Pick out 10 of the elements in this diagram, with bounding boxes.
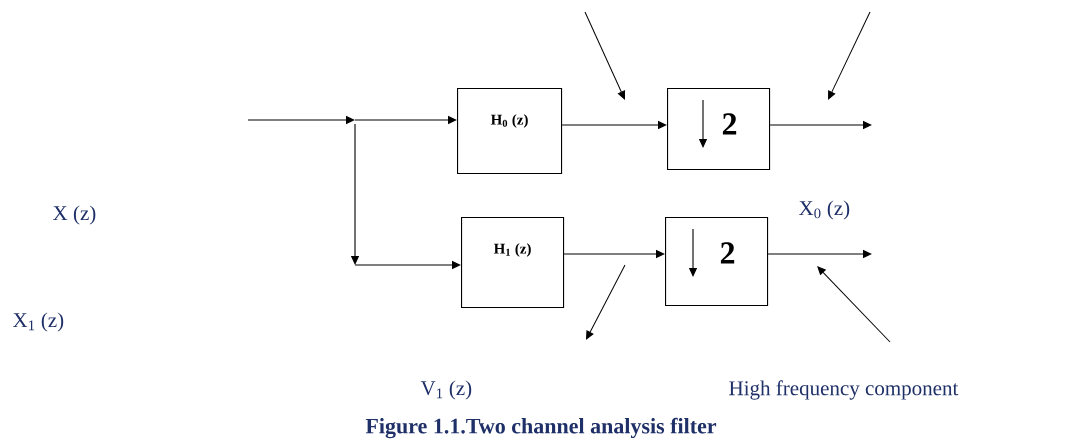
figure-caption: Figure 1.1.Two channel analysis filter — [365, 417, 717, 439]
signal-label: V$_{1}$ (z) — [420, 380, 472, 400]
signal-label: X (z) — [53, 205, 96, 225]
downsampler-box: 2 — [665, 217, 769, 307]
signal-label: High frequency component — [729, 380, 959, 400]
signal-label: X$_{0}$ (z) — [799, 200, 850, 220]
filter-box: H$_{0}$ (z) — [457, 88, 563, 175]
signal-label: X$_{1}$ (z) — [13, 312, 64, 332]
filter-box: H$_{1}$ (z) — [461, 217, 565, 309]
downsampler-box: 2 — [667, 88, 771, 171]
